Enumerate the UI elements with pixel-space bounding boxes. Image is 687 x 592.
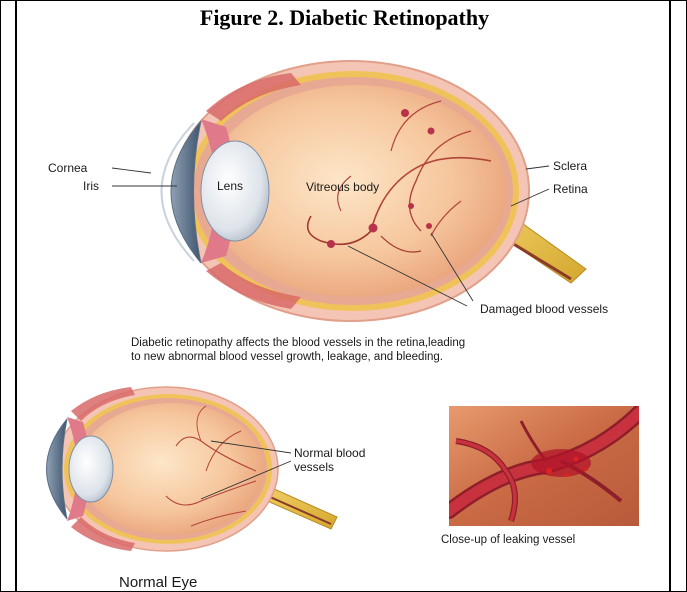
label-sclera: Sclera — [553, 159, 587, 173]
label-closeup: Close-up of leaking vessel — [441, 534, 575, 546]
label-vitreous-body: Vitreous body — [306, 180, 379, 194]
label-lens: Lens — [217, 179, 243, 193]
label-cornea: Cornea — [48, 161, 88, 175]
label-normal-eye: Normal Eye — [119, 574, 197, 591]
caption-line-1: Diabetic retinopathy affects the blood v… — [131, 337, 465, 349]
label-normal-blood-vessels-2: vessels — [294, 460, 334, 474]
caption-line-2: to new abnormal blood vessel growth, lea… — [131, 351, 443, 363]
closeup-leaking-vessel — [449, 406, 641, 526]
label-iris: Iris — [83, 179, 99, 193]
label-normal-blood-vessels-1: Normal blood — [294, 446, 365, 460]
label-damaged-blood-vessels: Damaged blood vessels — [480, 302, 608, 316]
label-retina: Retina — [553, 182, 588, 196]
